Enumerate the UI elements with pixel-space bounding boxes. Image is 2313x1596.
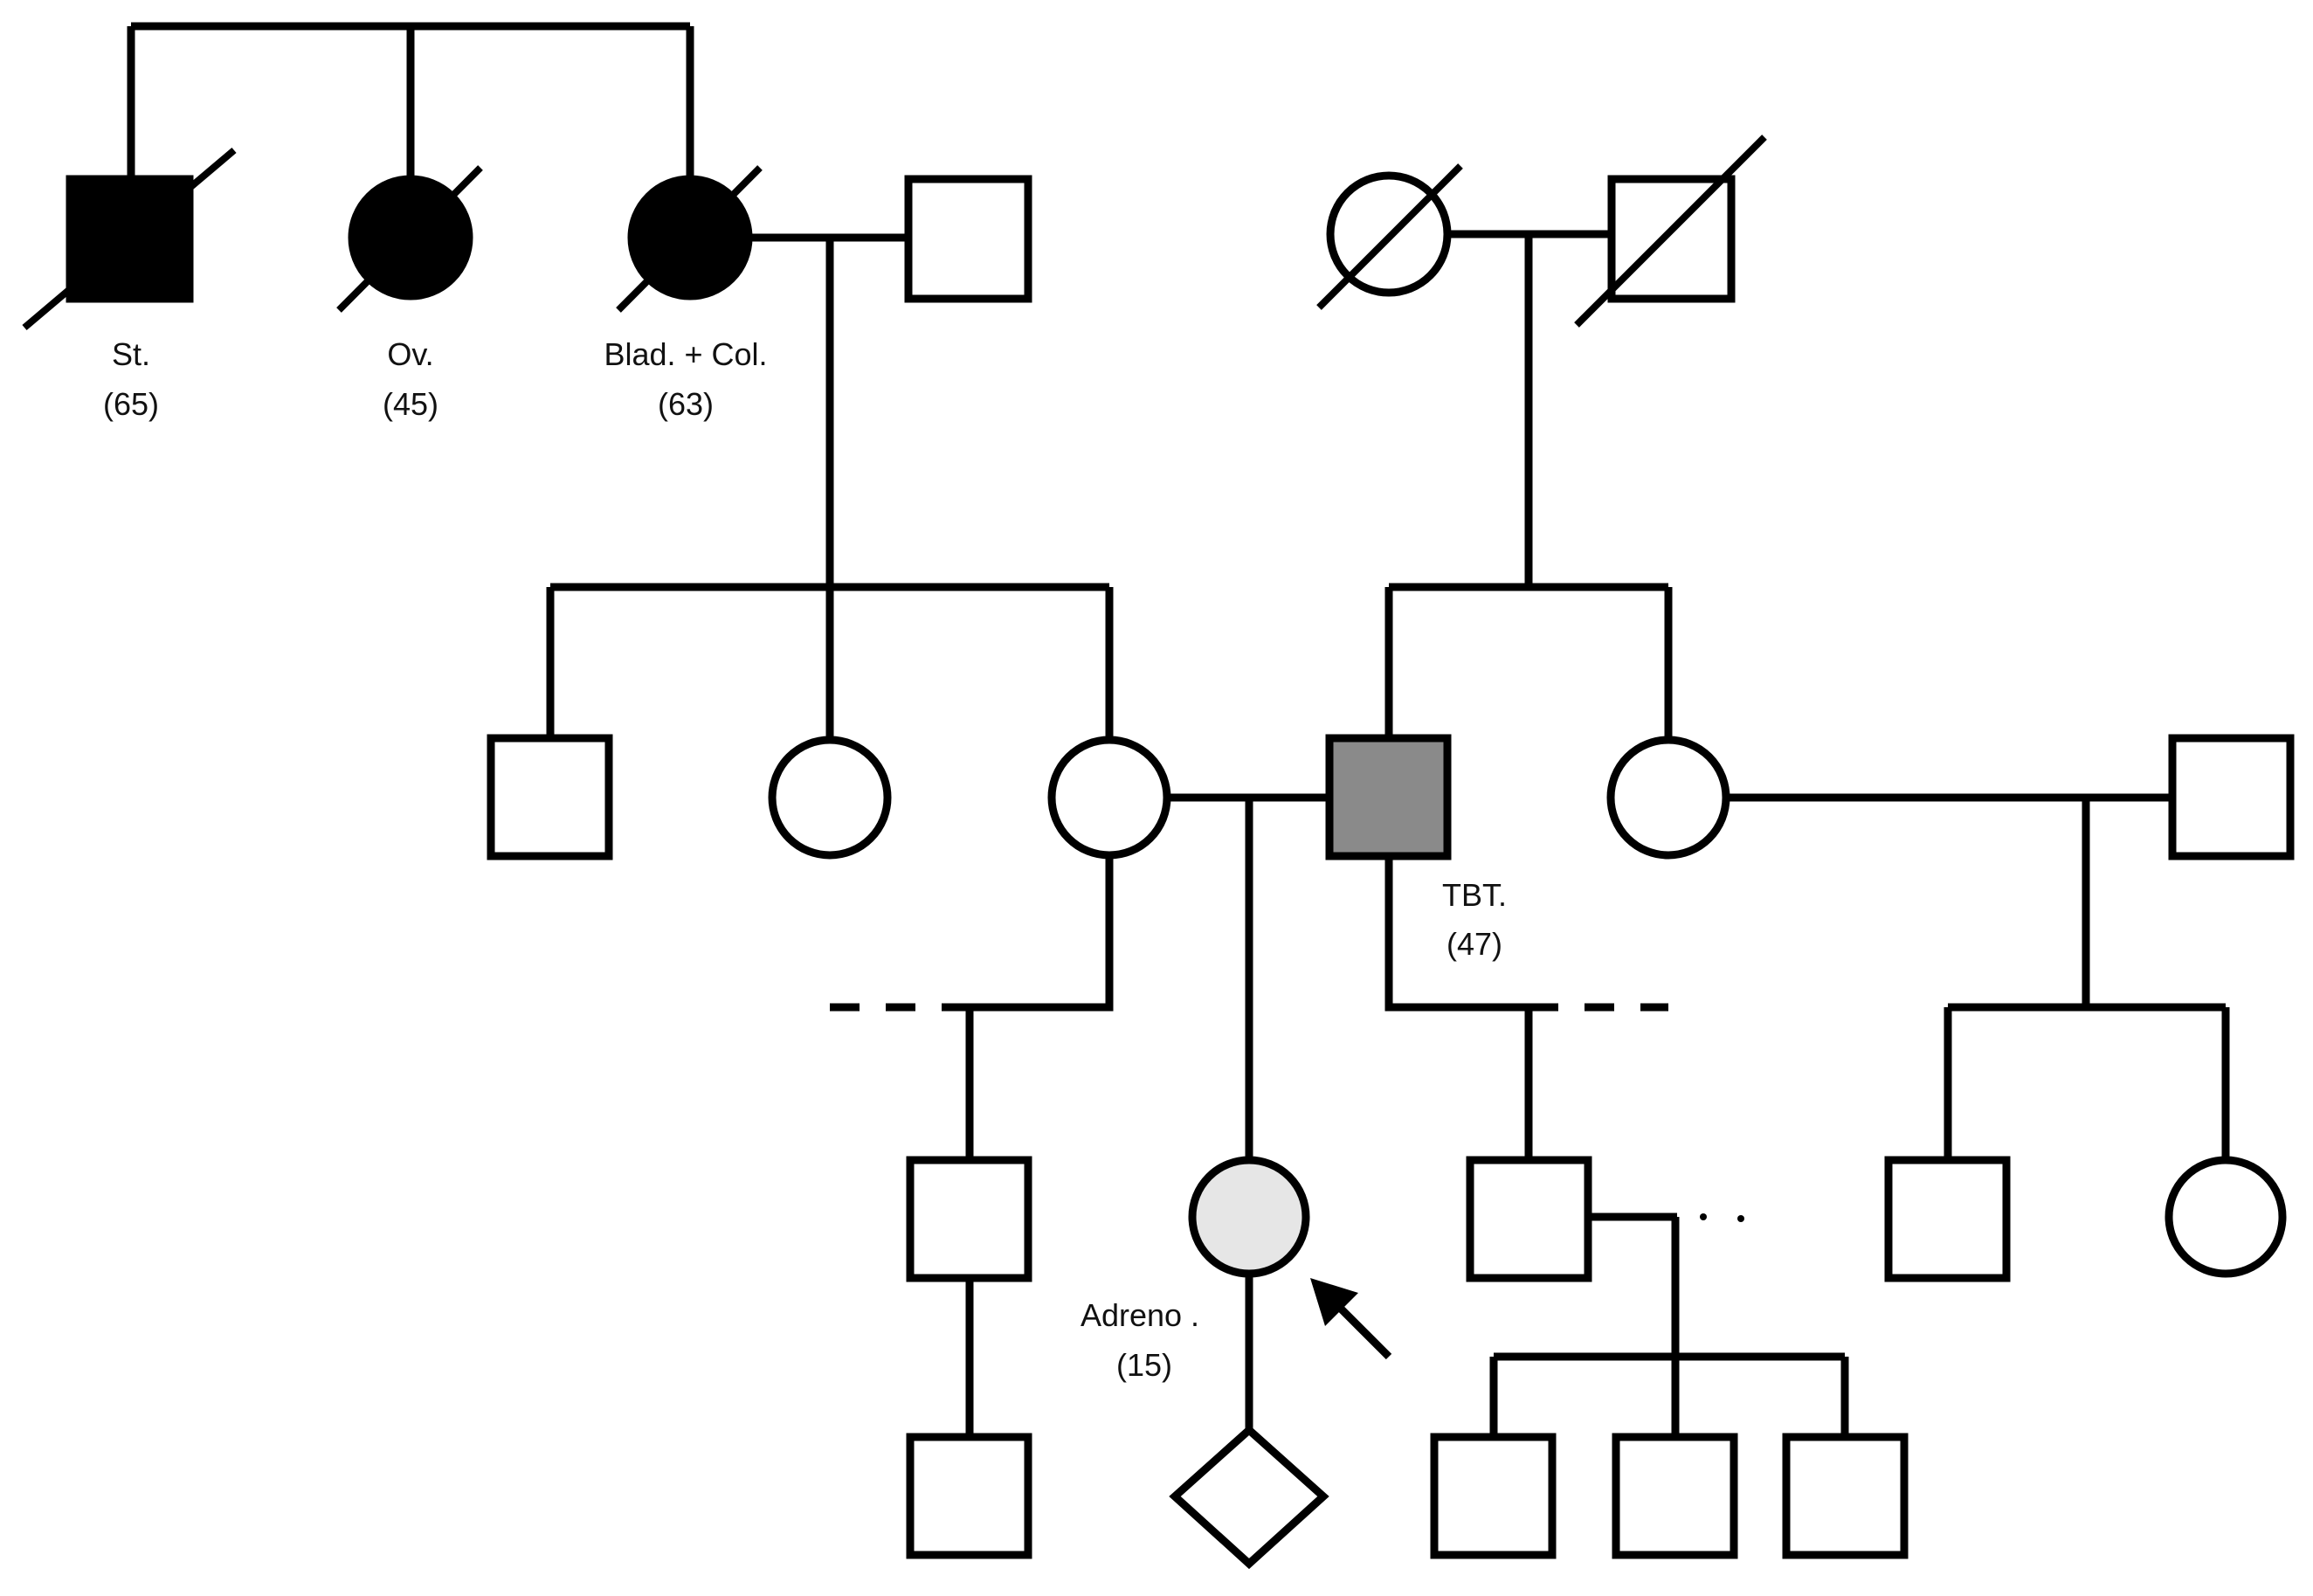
cousin-male xyxy=(1884,1156,2011,1282)
mother-of-proband xyxy=(1047,736,1171,860)
unaffected-male-aunt-spouse xyxy=(2168,734,2295,860)
sibship-line-gen1 xyxy=(127,22,694,179)
sibship-line-gen2-left xyxy=(546,583,1114,738)
generation-1 xyxy=(22,135,1767,331)
proband-arrow-icon xyxy=(1310,1278,1392,1360)
male-gen4-right-b xyxy=(1612,1433,1738,1559)
unknown-sex-child-diamond xyxy=(1169,1424,1329,1570)
deceased-slash-icon xyxy=(1316,163,1463,310)
label-dx-ov: Ov. xyxy=(387,336,433,372)
union-dot-2 xyxy=(1737,1215,1744,1222)
deceased-slash-icon xyxy=(1574,135,1767,328)
unaffected-male-spouse-gen1 xyxy=(904,175,1032,303)
label-dx-tbt: TBT. xyxy=(1442,877,1507,913)
union-dot-1 xyxy=(1700,1213,1707,1220)
proband-female xyxy=(1188,1156,1310,1278)
deceased-slash-icon xyxy=(22,147,237,331)
unaffected-female-gen2-a xyxy=(768,736,892,860)
mother-other-union-line xyxy=(970,859,1114,1012)
generation-4 xyxy=(906,1424,1909,1570)
pedigree-lines xyxy=(127,22,2230,1437)
deceased-male-grandfather xyxy=(1607,175,1736,303)
label-dx-blad-col: Blad. + Col. xyxy=(604,336,767,372)
label-age-15: (15) xyxy=(1116,1347,1172,1383)
generation-3 xyxy=(906,1156,2287,1282)
label-age-65: (65) xyxy=(103,386,159,422)
label-age-47: (47) xyxy=(1446,926,1502,962)
half-brother-maternal xyxy=(906,1156,1032,1282)
male-gen4-right-c xyxy=(1782,1433,1909,1559)
label-dx-adreno: Adreno . xyxy=(1081,1297,1199,1333)
deceased-slash-icon xyxy=(616,165,763,313)
label-dx-st: St. xyxy=(112,336,150,372)
sibship-line-gen2-right xyxy=(1384,583,1673,738)
unaffected-female-aunt xyxy=(1606,736,1730,860)
male-gen4-left xyxy=(906,1433,1032,1559)
label-age-45: (45) xyxy=(383,386,438,422)
sibship-line-gen3-right xyxy=(1944,1003,2230,1160)
sibship-line-gen4-right xyxy=(1489,1352,1849,1437)
father-other-union-line xyxy=(1384,859,1529,1012)
male-gen4-right-a xyxy=(1430,1433,1557,1559)
father-of-proband-gray xyxy=(1325,734,1452,860)
label-age-63: (63) xyxy=(658,386,714,422)
half-brother-paternal xyxy=(1466,1156,1592,1282)
generation-2 xyxy=(487,734,2295,860)
unaffected-male-gen2-a xyxy=(487,734,613,860)
pedigree-labels: St. (65) Ov. (45) Blad. + Col. (63) TBT.… xyxy=(103,336,1507,1383)
cousin-female xyxy=(2165,1156,2287,1278)
deceased-slash-icon xyxy=(336,165,483,313)
